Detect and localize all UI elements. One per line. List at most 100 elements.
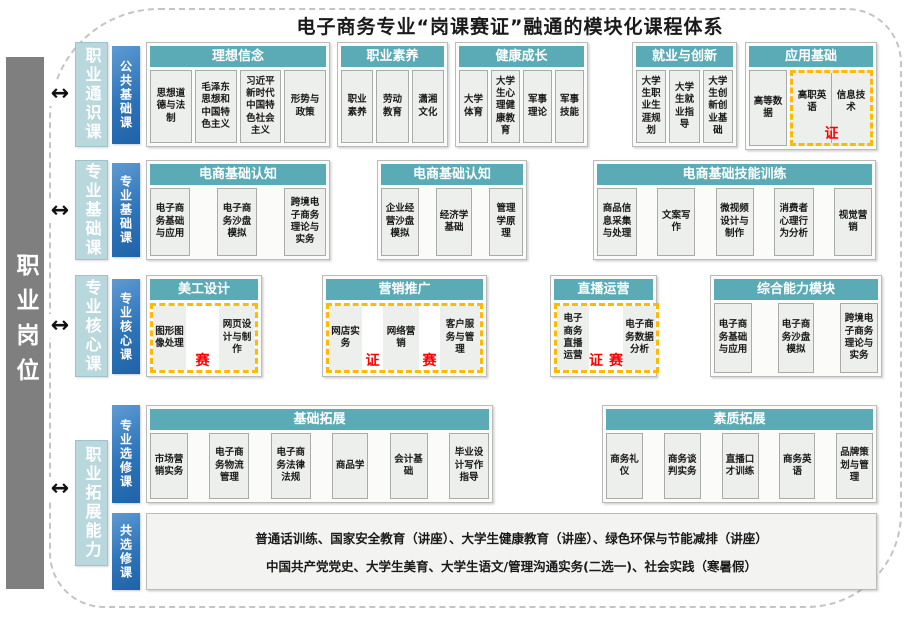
course-card: 电子商务数据分析 — [623, 306, 656, 370]
course-card: 大学生创新创业基础 — [702, 70, 733, 143]
course-card: 会计基础 — [389, 433, 428, 499]
job-position-bar: 职业岗位 — [6, 57, 44, 589]
module-employment-innovation: 就业与创新 大学生职业生涯规划 大学生就业指导 大学生创新创业基础 — [632, 42, 737, 147]
course-card: 图形图像处理 — [153, 306, 186, 370]
module-healthy-growth: 健康成长 大学体育 大学生心理健康教育 军事理论 军事技能 — [455, 42, 588, 147]
module-header: 应用基础 — [749, 46, 873, 67]
course-card: 大学生就业指导 — [669, 70, 700, 143]
cert-competition-highlight-box: 网店实务 证 网络营销 赛 客户服务与管理 — [326, 303, 483, 373]
module-header: 直播运营 — [554, 279, 653, 300]
cert-badge: 证 — [824, 126, 839, 142]
module-header: 美工设计 — [150, 279, 258, 300]
course-card: 军事技能 — [555, 70, 584, 143]
course-card: 品牌策划与管理 — [836, 433, 873, 499]
badge-gap: 赛 — [419, 306, 440, 370]
course-card: 电子商务沙盘模拟 — [217, 188, 257, 256]
course-card: 跨境电子商务理论与实务 — [284, 188, 326, 256]
module-header: 基础拓展 — [150, 409, 489, 430]
course-card: 大学生心理健康教育 — [491, 70, 520, 143]
module-header: 职业素养 — [341, 46, 444, 67]
type-label: 公共基础课 — [118, 60, 133, 130]
competition-badge: 赛 — [195, 353, 210, 369]
course-card: 市场营销实务 — [150, 433, 188, 499]
type-public-basic: 公共基础课 — [112, 46, 140, 144]
cert-competition-highlight-box: 电子商务直播运营 证 赛 电子商务数据分析 — [554, 303, 659, 373]
course-card: 潇湘文化 — [411, 70, 444, 143]
competition-highlight-box: 图形图像处理 赛 网页设计与制作 — [150, 303, 258, 373]
category-professional-core: 专业核心课 — [75, 275, 108, 377]
course-card: 电子商务法律法规 — [270, 433, 311, 499]
type-label: 专业选修课 — [118, 419, 133, 489]
badge-gap: 赛 — [186, 306, 219, 370]
type-label: 专业基础课 — [118, 175, 133, 245]
electives-line-2: 中国共产党党史、大学生美育、大学生语文/管理沟通实务(二选一)、社会实践（寒暑假… — [266, 559, 757, 574]
module-ecommerce-basics-1: 电商基础认知 电子商务基础与应用 电子商务沙盘模拟 跨境电子商务理论与实务 — [146, 160, 330, 260]
module-header: 素质拓展 — [606, 409, 873, 430]
course-card: 直播口才训练 — [721, 433, 759, 499]
module-livestream-operation: 直播运营 电子商务直播运营 证 赛 电子商务数据分析 — [550, 275, 659, 377]
category-label: 职业通识课 — [82, 47, 102, 142]
module-applied-basics: 应用基础 高等数据 高职英语 信息技术 证 — [745, 42, 877, 150]
course-card: 毕业设计写作指导 — [448, 433, 489, 499]
module-header: 电商基础技能训练 — [597, 164, 872, 185]
course-card: 商务谈判实务 — [663, 433, 701, 499]
course-card: 大学生职业生涯规划 — [636, 70, 667, 143]
module-art-design: 美工设计 图形图像处理 赛 网页设计与制作 — [146, 275, 262, 377]
course-card: 商品信息采集与处理 — [597, 188, 637, 256]
category-label: 专业基础课 — [82, 162, 102, 258]
course-card: 经济学基础 — [436, 188, 472, 256]
type-common-elective: 共选修课 — [112, 513, 140, 590]
cert-badge: 证 — [365, 353, 380, 369]
page-title: 电子商务专业“岗课赛证”融通的模块化课程体系 — [296, 16, 724, 38]
module-header: 电商基础认知 — [150, 164, 326, 185]
module-ecommerce-basics-2: 电商基础认知 企业经营沙盘模拟 经济学基础 管理学原理 — [377, 160, 527, 260]
course-card: 思想道德与法制 — [150, 70, 192, 143]
type-professional-core: 专业核心课 — [112, 279, 140, 374]
double-arrow-icon: ↔ — [44, 477, 76, 501]
module-header: 就业与创新 — [636, 46, 733, 67]
course-card: 网络营销 — [383, 306, 419, 370]
module-comprehensive-ability: 综合能力模块 电子商务基础与应用 电子商务沙盘模拟 跨境电子商务理论与实务 — [710, 275, 882, 377]
competition-badge: 赛 — [422, 353, 437, 369]
course-card: 网店实务 — [329, 306, 362, 370]
course-card: 职业素养 — [341, 70, 374, 143]
course-card: 商务礼仪 — [606, 433, 643, 499]
course-card: 电子商务基础与应用 — [150, 188, 190, 256]
electives-line-1: 普通话训练、国家安全教育（讲座）、大学生健康教育（讲座）、绿色环保与节能减排（讲… — [255, 531, 768, 546]
module-ecommerce-skills-training: 电商基础技能训练 商品信息采集与处理 文案写作 微视频设计与制作 消费者心理行为… — [593, 160, 876, 260]
course-card: 形势与政策 — [284, 70, 326, 143]
course-card: 企业经营沙盘模拟 — [381, 188, 419, 256]
job-position-label: 职业岗位 — [12, 253, 38, 393]
module-header: 理想信念 — [150, 46, 326, 67]
category-label: 职业拓展能力 — [82, 446, 102, 560]
type-professional-elective: 专业选修课 — [112, 405, 140, 503]
course-card: 客户服务与管理 — [440, 306, 480, 370]
module-quality-expansion: 素质拓展 商务礼仪 商务谈判实务 直播口才训练 商务英语 品牌策划与管理 — [602, 405, 877, 503]
course-card: 劳动教育 — [376, 70, 409, 143]
course-card: 毛泽东思想和中国特色主义 — [194, 70, 237, 143]
type-professional-basic: 专业基础课 — [112, 163, 140, 257]
electives-box: 普通话训练、国家安全教育（讲座）、大学生健康教育（讲座）、绿色环保与节能减排（讲… — [146, 513, 877, 590]
course-card: 文案写作 — [657, 188, 696, 256]
course-card: 商务英语 — [779, 433, 816, 499]
category-general-courses: 职业通识课 — [75, 42, 108, 147]
badge-gap: 证 赛 — [589, 306, 623, 370]
competition-badge: 赛 — [609, 353, 623, 369]
double-arrow-icon: ↔ — [44, 314, 76, 338]
type-label: 共选修课 — [118, 523, 133, 580]
course-card: 微视频设计与制作 — [715, 188, 754, 256]
course-card: 电子商务直播运营 — [557, 306, 589, 370]
cert-badge: 证 — [589, 353, 603, 369]
module-header: 营销推广 — [326, 279, 483, 300]
course-card: 高等数据 — [749, 70, 787, 146]
module-header: 健康成长 — [459, 46, 584, 67]
course-card: 习近平新时代中国特色社会主义 — [239, 70, 282, 143]
module-header: 电商基础认知 — [381, 164, 523, 185]
diagram-dashed-border — [49, 8, 902, 608]
course-card: 商品学 — [332, 433, 369, 499]
course-card: 消费者心理行为分析 — [773, 188, 814, 256]
course-card: 高职英语 — [797, 89, 827, 113]
module-ideals: 理想信念 思想道德与法制 毛泽东思想和中国特色主义 习近平新时代中国特色社会主义… — [146, 42, 330, 147]
module-basic-expansion: 基础拓展 市场营销实务 电子商务物流管理 电子商务法律法规 商品学 会计基础 毕… — [146, 405, 493, 503]
